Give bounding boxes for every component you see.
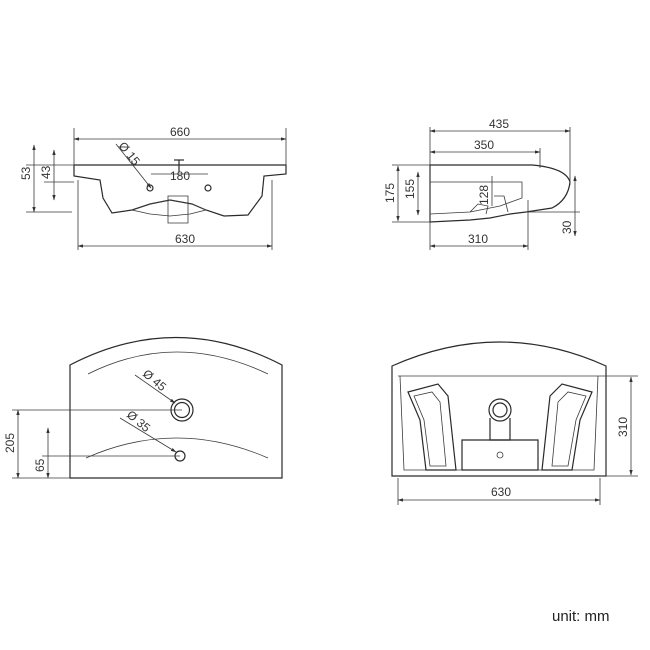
dim-label-180: 180 (170, 169, 190, 183)
dim-label-660: 660 (170, 125, 190, 139)
dim-label-hole-small: Ø 35 (124, 408, 153, 436)
dim-label-155: 155 (403, 179, 417, 199)
leader-tap-hole (115, 143, 152, 189)
dim-label-43: 43 (39, 165, 53, 179)
dim-label-hole-large: Ø 45 (140, 367, 169, 395)
dim-label-630-top: 630 (175, 232, 195, 246)
dim-label-65: 65 (33, 458, 47, 472)
dim-label-30: 30 (560, 220, 574, 234)
dim-label-205: 205 (3, 433, 17, 453)
dim-label-128: 128 (477, 185, 491, 205)
side-elevation-view: 435 350 175 155 128 310 30 (383, 117, 580, 250)
dim-label-310-side: 310 (468, 232, 488, 246)
unit-label: unit: mm (552, 608, 610, 625)
leader-hole-small (119, 417, 177, 453)
dim-label-tap-hole: Ø 15 (116, 139, 143, 168)
dim-label-175: 175 (383, 183, 397, 203)
dim-label-630-bottom: 630 (491, 485, 511, 499)
dim-label-310-front: 310 (616, 417, 630, 437)
plan-view: Ø 45 Ø 35 205 65 (3, 336, 283, 479)
dim-label-350: 350 (474, 138, 494, 152)
leader-hole-large (134, 374, 176, 404)
front-elevation-view: 660 630 53 43 180 Ø 15 (19, 125, 287, 250)
dim-label-53: 53 (19, 166, 33, 180)
dim-label-435: 435 (489, 117, 509, 131)
underside-view: 630 310 (391, 341, 638, 505)
